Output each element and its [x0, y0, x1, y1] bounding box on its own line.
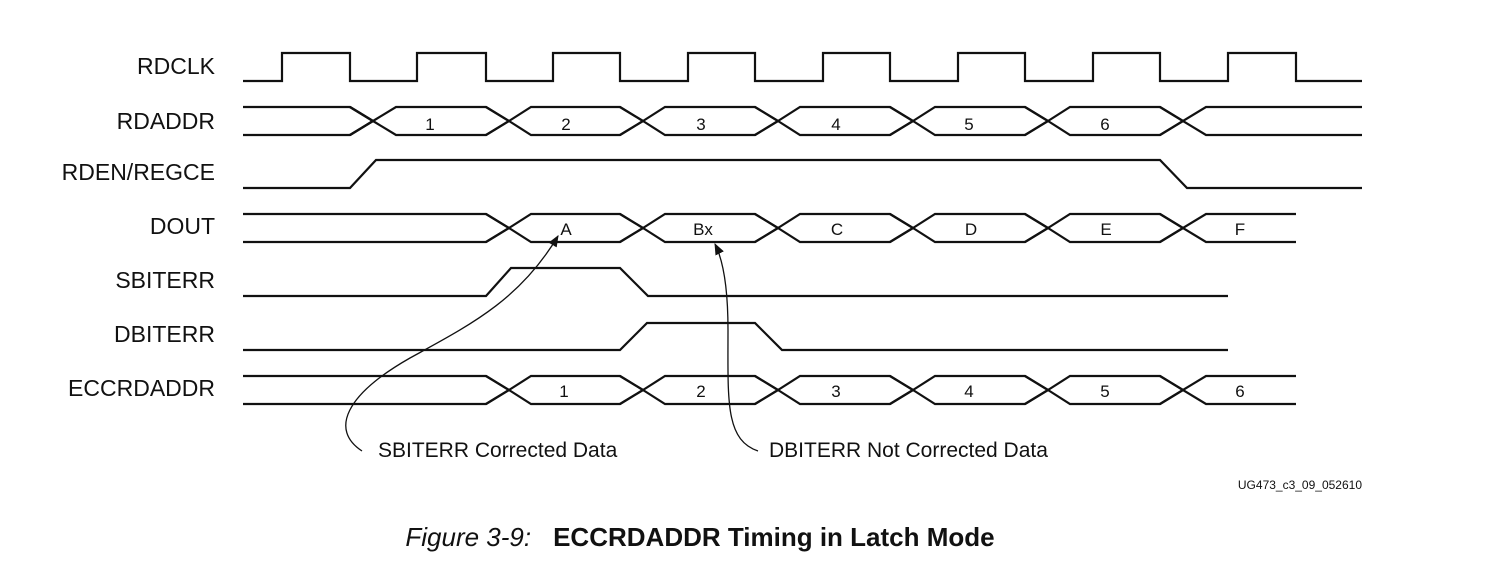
caption-number: Figure 3-9: [405, 522, 532, 552]
eccrdaddr-bus [243, 374, 1296, 406]
figure-caption: Figure 3-9: ECCRDADDR Timing in Latch Mod… [0, 522, 1400, 553]
dbiterr-wave [243, 321, 1228, 352]
timing-diagram: RDCLK RDADDR RDEN/REGCE DOUT SBITERR DBI… [62, 51, 1362, 492]
sbiterr-callout-label: SBITERR Corrected Data [378, 439, 618, 462]
sbiterr-callout-arrow [345, 234, 559, 452]
dout-value: F [1235, 220, 1245, 239]
eccrdaddr-value: 4 [964, 382, 973, 401]
rdclk-label: RDCLK [137, 53, 216, 79]
dbiterr-callout-arrow [714, 242, 759, 452]
dout-label: DOUT [150, 213, 215, 239]
rden-regce-label: RDEN/REGCE [62, 159, 215, 185]
dbiterr-label: DBITERR [114, 321, 215, 347]
sbiterr-label: SBITERR [115, 267, 215, 293]
rdaddr-value: 3 [696, 115, 705, 134]
rdaddr-value: 6 [1100, 115, 1109, 134]
dout-value: C [831, 220, 843, 239]
rdclk-wave [243, 51, 1362, 83]
rdaddr-value: 4 [831, 115, 840, 134]
eccrdaddr-label: ECCRDADDR [68, 375, 215, 401]
eccrdaddr-value: 2 [696, 382, 705, 401]
dbiterr-callout-label: DBITERR Not Corrected Data [769, 439, 1048, 462]
rdaddr-value: 1 [425, 115, 434, 134]
dout-value: E [1100, 220, 1111, 239]
rden-regce-wave [243, 158, 1362, 190]
eccrdaddr-value: 5 [1100, 382, 1109, 401]
eccrdaddr-value: 1 [559, 382, 568, 401]
rdaddr-bus [243, 105, 1362, 137]
dout-bus [243, 212, 1296, 244]
rdaddr-value: 5 [964, 115, 973, 134]
dout-value: A [560, 220, 572, 239]
figure-id: UG473_c3_09_052610 [1238, 478, 1362, 492]
eccrdaddr-value: 6 [1235, 382, 1244, 401]
rdaddr-value: 2 [561, 115, 570, 134]
eccrdaddr-value: 3 [831, 382, 840, 401]
caption-title: ECCRDADDR Timing in Latch Mode [553, 522, 995, 552]
dout-value: Bx [693, 220, 713, 239]
sbiterr-wave [243, 266, 1228, 298]
dout-value: D [965, 220, 977, 239]
rdaddr-label: RDADDR [117, 108, 215, 134]
